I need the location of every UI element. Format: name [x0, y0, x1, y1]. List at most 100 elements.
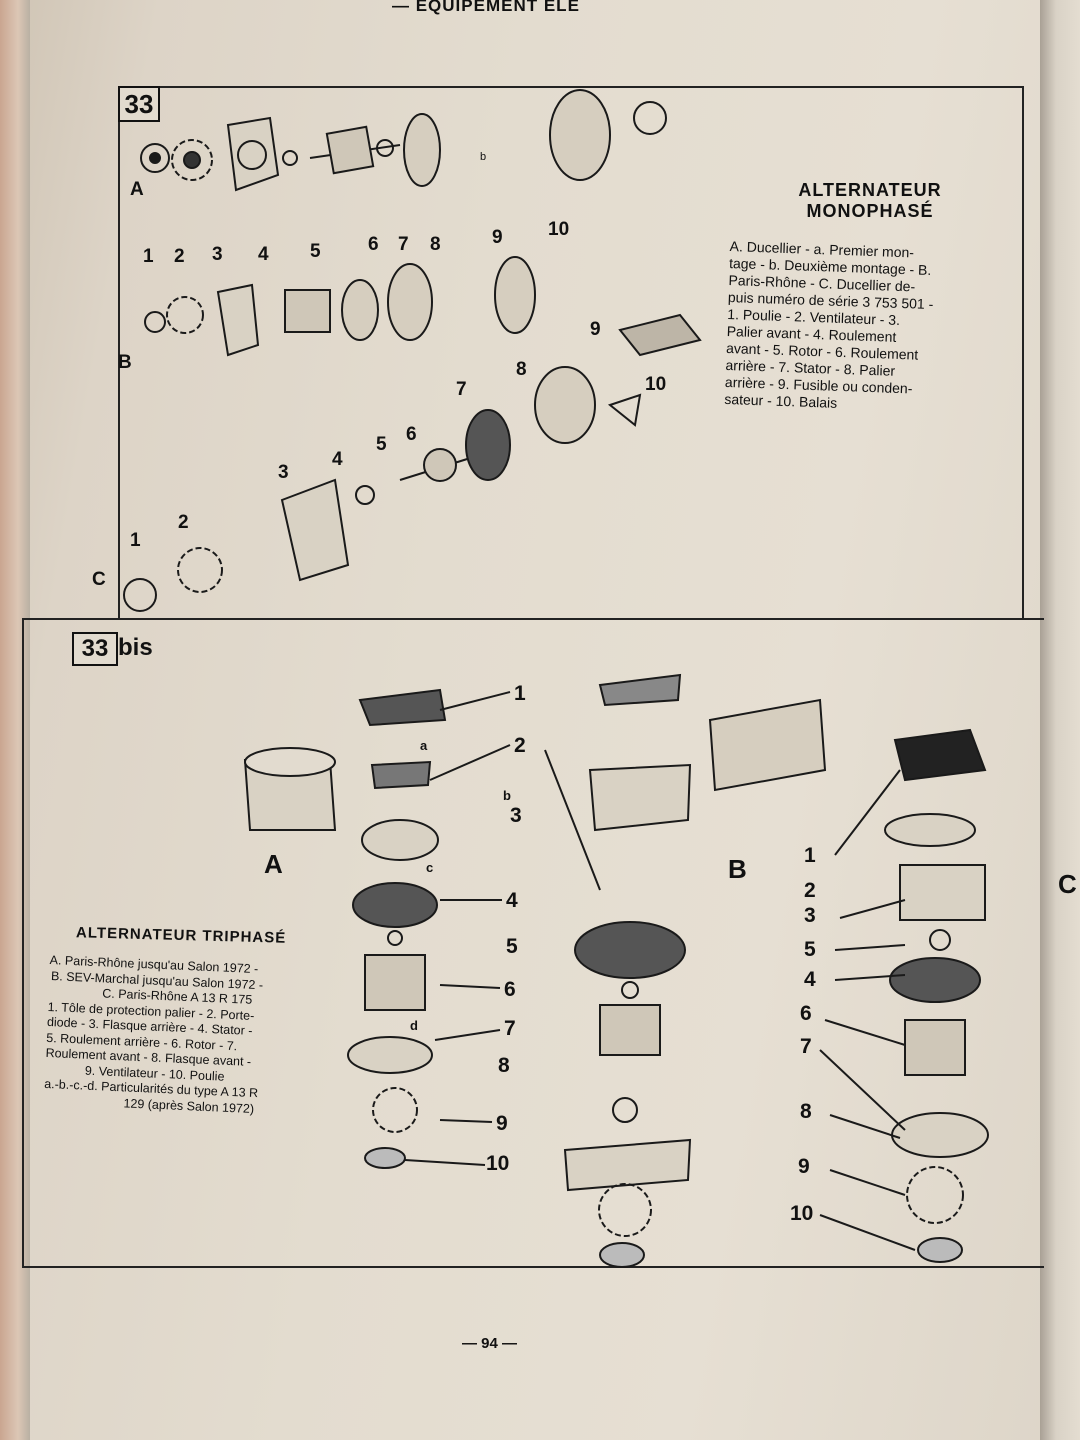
figure-33-labels: A B C 1 2 3 4 5 6 7 8 9 10 1 2 3 4 5 6 7… — [92, 151, 666, 590]
rotor-part-c — [399, 448, 481, 482]
previous-page-edge — [0, 0, 30, 1440]
front-flange-c — [891, 1112, 989, 1158]
figure-33-title-line1: ALTERNATEUR — [798, 180, 942, 200]
pulley-part-c — [123, 578, 157, 612]
leader-line — [829, 1114, 901, 1139]
part-label: 3 — [278, 462, 289, 483]
part-label: 7 — [456, 379, 467, 400]
figure-33bis-frame — [22, 618, 1044, 1268]
part-label: 6 — [368, 234, 379, 255]
rear-housing-part — [549, 89, 611, 181]
rotor-a — [364, 954, 426, 1011]
part-label: 9 — [798, 1155, 810, 1178]
rear-flange-c — [899, 864, 986, 921]
sub-label: d — [410, 1018, 418, 1033]
part-label: 2 — [514, 734, 526, 757]
leader-line — [834, 944, 906, 951]
part-label: 8 — [430, 234, 441, 255]
stator-part-c — [465, 409, 511, 481]
front-housing-b — [216, 283, 260, 357]
part-label: 3 — [510, 804, 522, 827]
figure-33bis-suffix: bis — [118, 634, 153, 661]
sub-label: a — [420, 738, 428, 753]
part-label: 8 — [498, 1054, 510, 1077]
rear-flange-b — [588, 763, 692, 832]
variant-label: B — [728, 854, 747, 884]
part-label: 4 — [258, 244, 269, 265]
fuse-part — [618, 313, 702, 357]
diode-holder-c — [884, 813, 976, 847]
rotor-c — [904, 1019, 966, 1076]
rear-housing-b — [387, 263, 433, 341]
leader-line — [544, 749, 601, 891]
part-label: 2 — [174, 246, 185, 267]
part-label: 1 — [143, 246, 154, 267]
pulley-b — [599, 1242, 645, 1268]
figure-33-title-line2: MONOPHASÉ — [806, 201, 934, 221]
part-label: 7 — [504, 1017, 516, 1040]
variant-label: C — [1058, 869, 1077, 899]
part-label: 7 — [398, 234, 409, 255]
page-number: — 94 — — [462, 1335, 518, 1352]
leader-line — [439, 691, 511, 711]
part-label: 10 — [645, 374, 666, 395]
part-label: 9 — [492, 227, 503, 248]
protection-plate-b — [598, 673, 682, 707]
brushes-c — [607, 393, 642, 427]
leader-line — [834, 974, 906, 981]
housing-bore — [237, 140, 267, 170]
leader-line — [839, 899, 906, 919]
stator-c — [889, 957, 981, 1003]
leader-line — [819, 1214, 916, 1251]
assembled-alternator-b — [708, 698, 827, 792]
front-flange-b — [563, 1138, 692, 1192]
diode-holder-a — [370, 760, 432, 790]
pulley-a — [364, 1147, 406, 1169]
rotor-b — [599, 1004, 661, 1056]
fan-c — [906, 1166, 964, 1224]
fan-b — [598, 1183, 652, 1237]
part-label: 7 — [800, 1035, 812, 1058]
leader-line — [439, 984, 501, 989]
part-label: 10 — [790, 1202, 813, 1225]
stator-a — [352, 882, 438, 928]
brush-holder-part — [633, 101, 667, 135]
part-label: 6 — [800, 1002, 812, 1025]
variant-label: A — [130, 179, 144, 200]
part-label: 1 — [130, 530, 141, 551]
fan-part-b — [166, 296, 204, 334]
variant-label: B — [118, 352, 132, 373]
running-header: — ÉQUIPEMENT ÉLE — [392, 0, 580, 15]
pulley-part — [140, 143, 170, 173]
stator-part — [403, 113, 441, 187]
rear-bearing — [376, 139, 394, 157]
leader-line — [434, 1029, 501, 1041]
figure-33-title: ALTERNATEUR MONOPHASÉ — [760, 180, 980, 222]
sub-label: c — [426, 860, 433, 875]
part-label: 4 — [804, 968, 816, 991]
part-label: 4 — [506, 889, 518, 912]
front-flange-a — [347, 1036, 433, 1074]
figure-33bis-labels: A B C 1 2 3 4 5 6 7 8 9 10 1 2 3 5 4 6 7… — [264, 682, 1077, 1225]
part-label: 4 — [332, 449, 343, 470]
front-housing-c — [280, 478, 350, 582]
pulley-c — [917, 1237, 963, 1263]
part-label: 6 — [406, 424, 417, 445]
part-label: 5 — [804, 938, 816, 961]
sub-label: b — [480, 151, 486, 163]
front-bearing — [282, 150, 298, 166]
protection-plate-c — [893, 728, 987, 782]
figure-33bis-drawings — [243, 673, 989, 1268]
leader-line — [834, 769, 901, 856]
part-label: 8 — [516, 359, 527, 380]
leader-line — [824, 1019, 906, 1046]
part-label: 8 — [800, 1100, 812, 1123]
front-bearing-b — [612, 1097, 638, 1123]
part-label: 9 — [590, 319, 601, 340]
rear-plate-b — [494, 256, 536, 334]
leader-line — [429, 744, 511, 781]
fan-part-c — [177, 547, 223, 593]
leader-line — [829, 1169, 906, 1196]
